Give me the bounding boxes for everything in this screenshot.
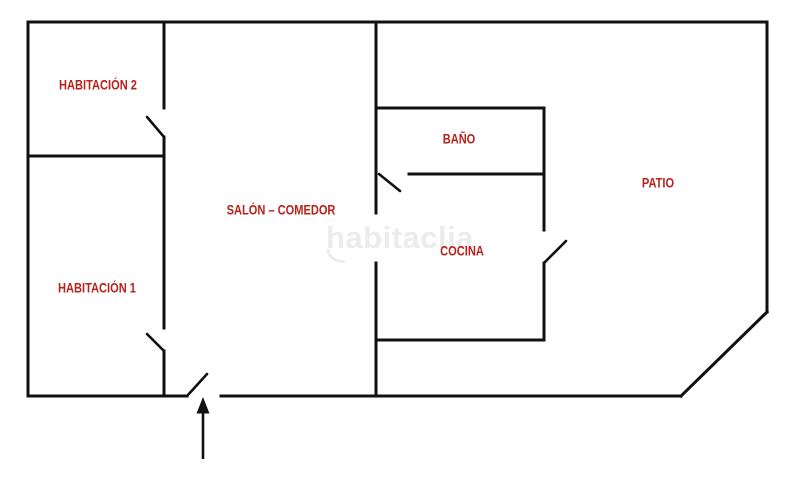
watermark-curl-icon: [327, 249, 345, 263]
entrance-arrow-head: [196, 397, 210, 414]
room-label-habitacion-1: HABITACIÓN 1: [58, 280, 136, 296]
watermark-logo: habitaclia: [326, 220, 474, 263]
room-label-patio: PATIO: [641, 175, 675, 191]
room-label-salon-comedor: SALÓN – COMEDOR: [226, 202, 336, 218]
room-label-bano: BAÑO: [442, 131, 476, 147]
door-leaf-habitacion-2: [145, 115, 166, 139]
door-leaf-habitacion-1: [145, 332, 166, 353]
door-leaf-cocina: [542, 239, 568, 265]
wall-corner-diagonal: [678, 309, 770, 399]
room-label-habitacion-2: HABITACIÓN 2: [59, 77, 137, 93]
door-leaf-entrance: [185, 372, 209, 398]
room-label-cocina: COCINA: [440, 243, 484, 259]
door-leaf-bano: [377, 172, 402, 193]
watermark-text: habitaclia: [326, 220, 474, 255]
